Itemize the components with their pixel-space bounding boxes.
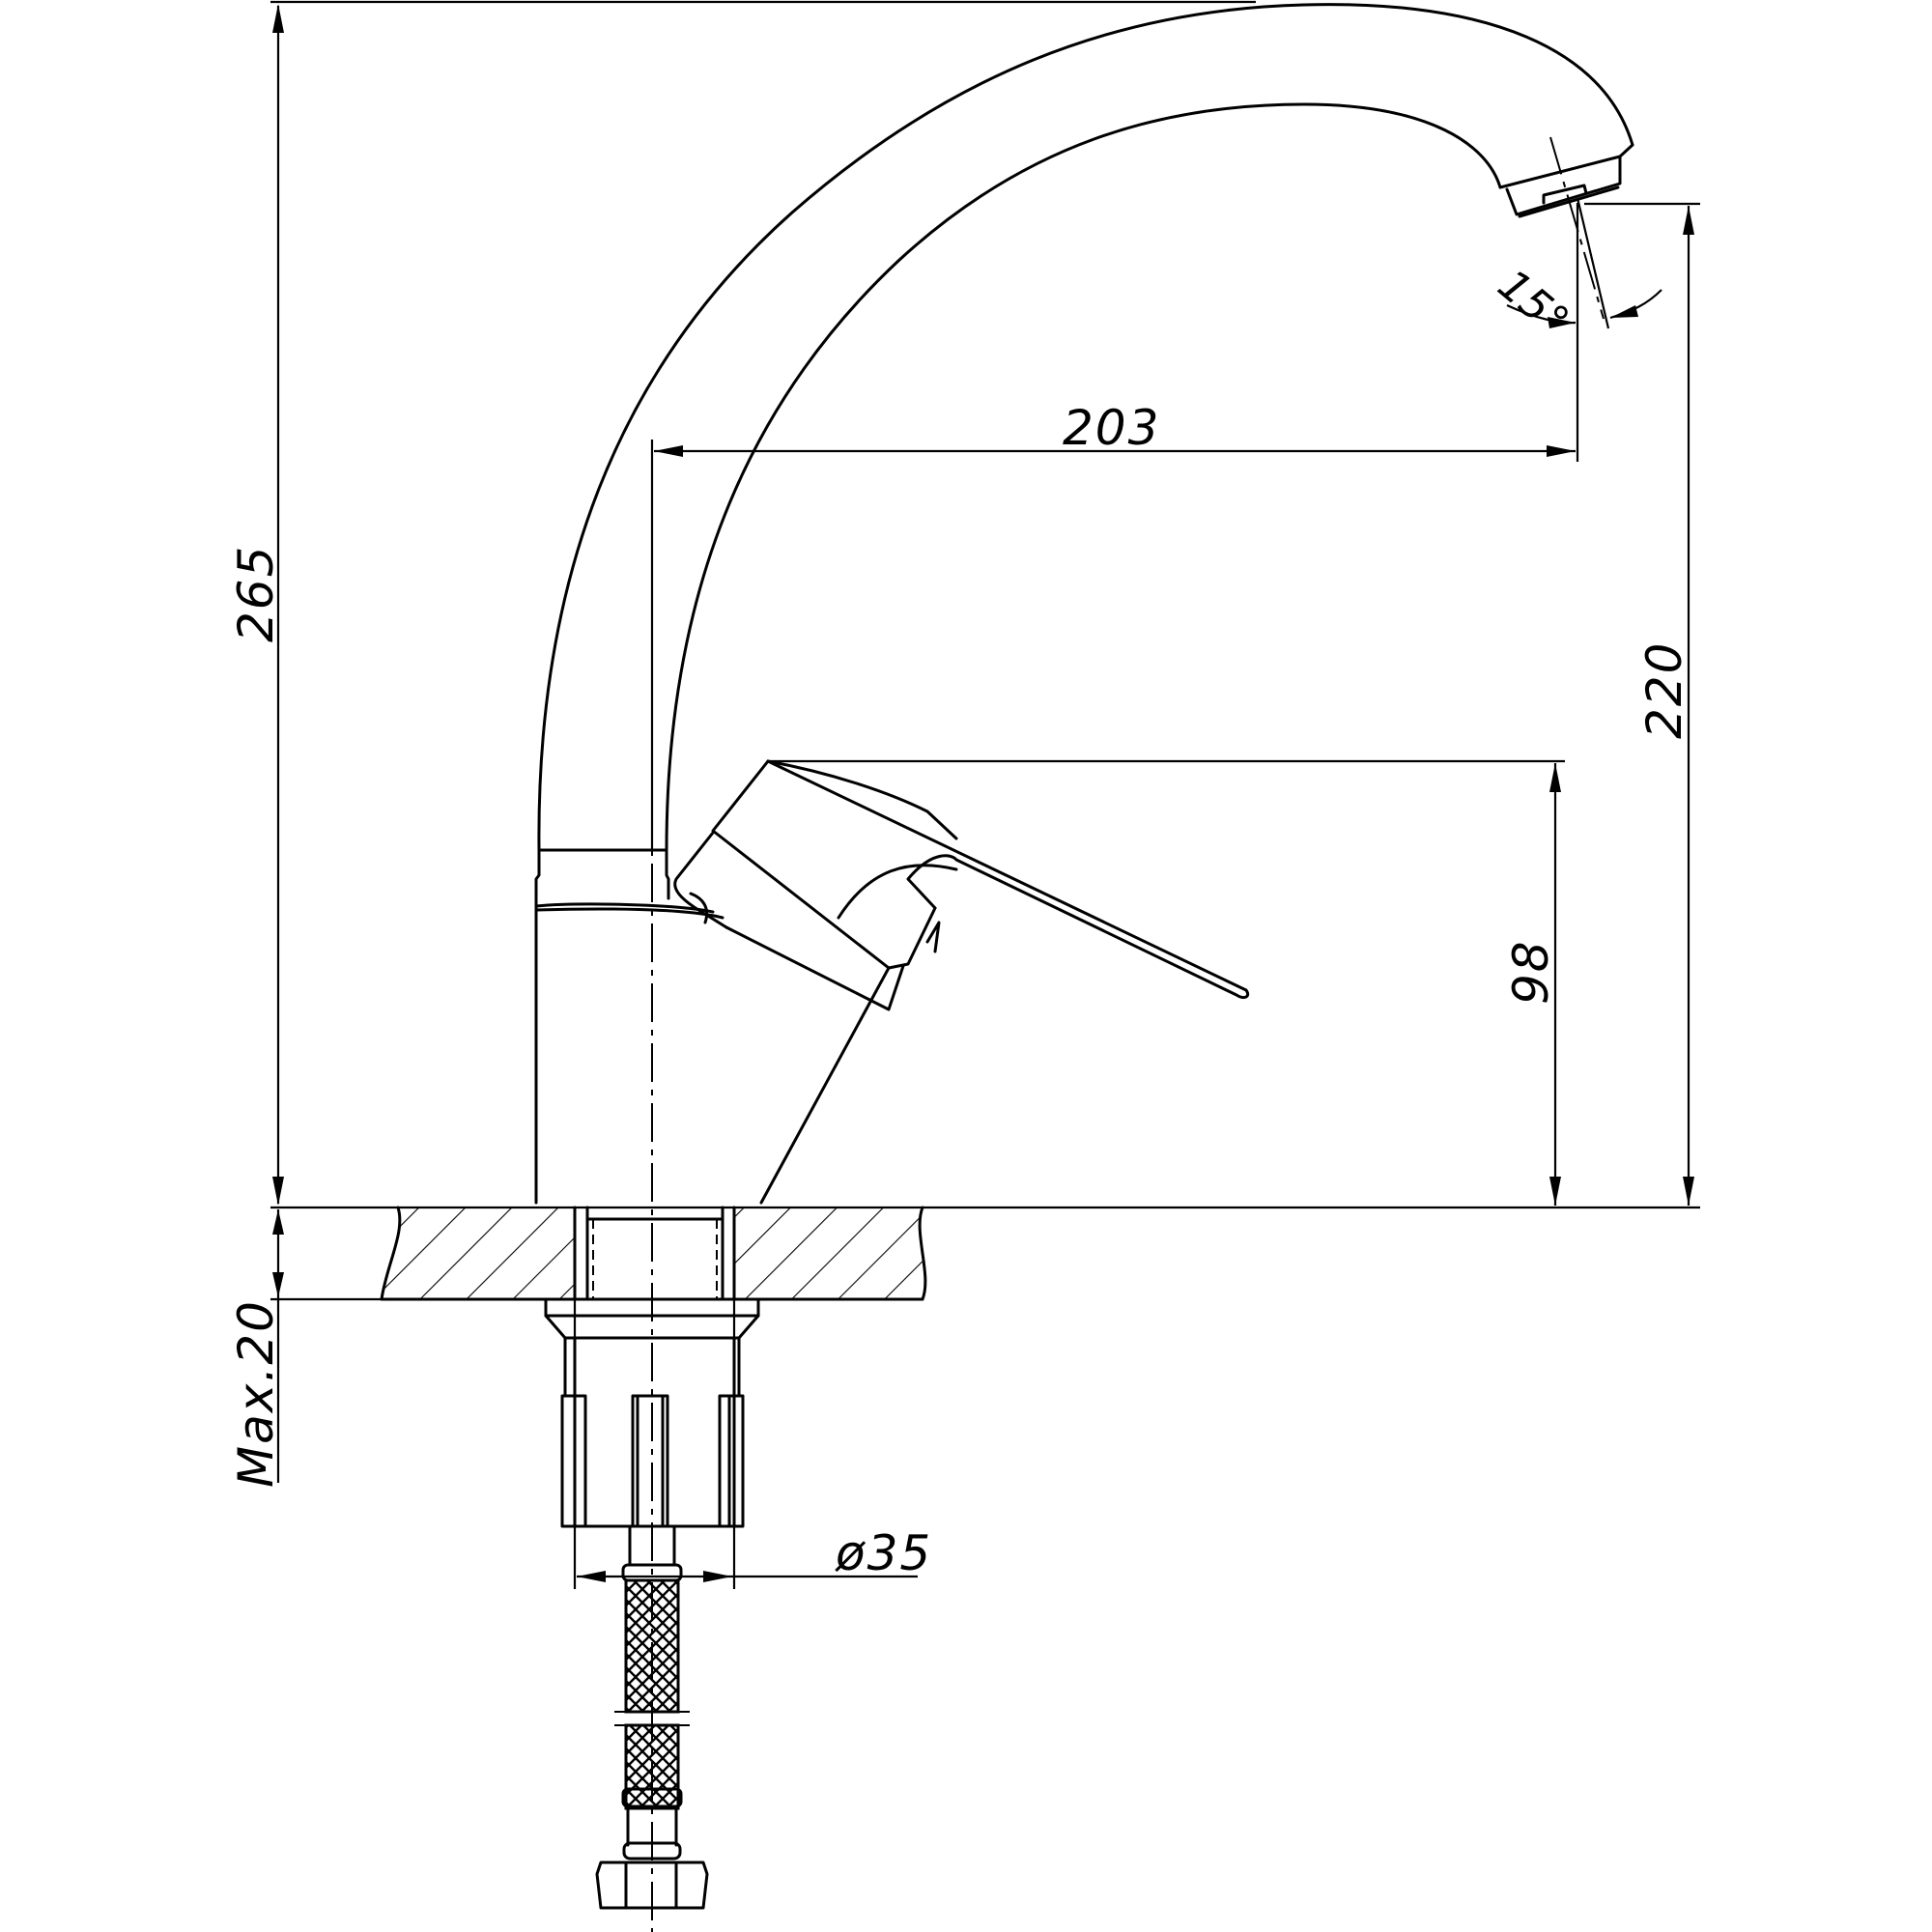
- dim-countertop-thickness: Max.20: [228, 1209, 386, 1488]
- lever-handle: [673, 759, 1250, 1011]
- dim-hole-diameter: ø35: [573, 1299, 932, 1589]
- dim-label-265: 265: [228, 545, 284, 642]
- dim-label-220: 220: [1636, 641, 1692, 739]
- dim-overall-height: 265: [228, 0, 1256, 1206]
- dim-outlet-height: 220: [1584, 202, 1700, 1206]
- dim-label-dia35: ø35: [835, 1525, 932, 1581]
- dim-label-max20: Max.20: [228, 1299, 284, 1488]
- hex-nut: [595, 1861, 709, 1910]
- dim-lever-height: 98: [768, 759, 1565, 1206]
- faucet-body: [534, 848, 891, 1205]
- dim-label-15deg: 15°: [1489, 260, 1578, 346]
- aerator: [1505, 155, 1622, 218]
- dim-label-98: 98: [1503, 939, 1559, 1005]
- dim-label-203: 203: [1063, 400, 1160, 456]
- countertop-section: [380, 1206, 927, 1301]
- spout: [537, 3, 1634, 852]
- dim-spout-reach: 203: [650, 203, 1579, 850]
